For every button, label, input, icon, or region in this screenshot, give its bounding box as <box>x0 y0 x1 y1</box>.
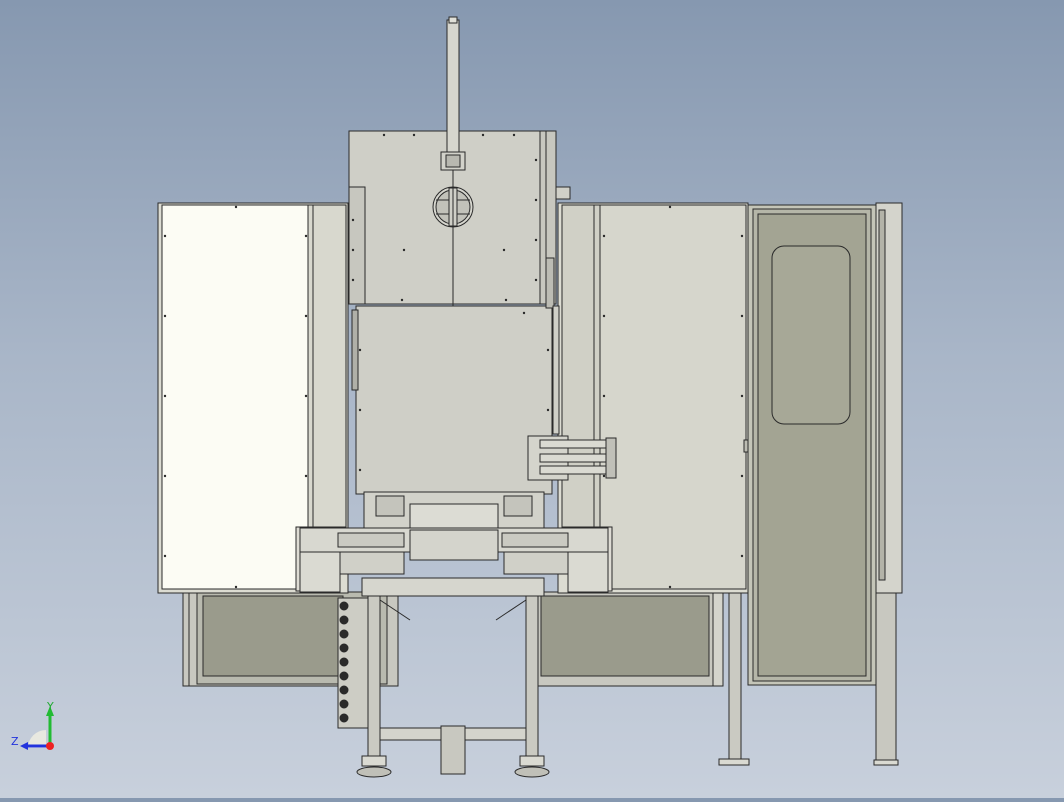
valve-manifold <box>337 597 369 729</box>
y-axis-label: Y <box>46 700 54 713</box>
base-mechanism <box>299 491 609 593</box>
side-actuators <box>527 435 617 481</box>
lower-right-enclosure <box>534 591 724 687</box>
hopper-body <box>351 257 560 495</box>
top-cylinder <box>440 16 466 325</box>
door-window <box>771 245 851 425</box>
housing-rivets <box>351 133 538 302</box>
right-legs <box>718 592 750 766</box>
z-axis-label: Z <box>11 735 19 748</box>
service-door[interactable] <box>747 202 903 766</box>
axis-triad: Y Z <box>11 700 54 750</box>
table-stand <box>356 577 550 778</box>
